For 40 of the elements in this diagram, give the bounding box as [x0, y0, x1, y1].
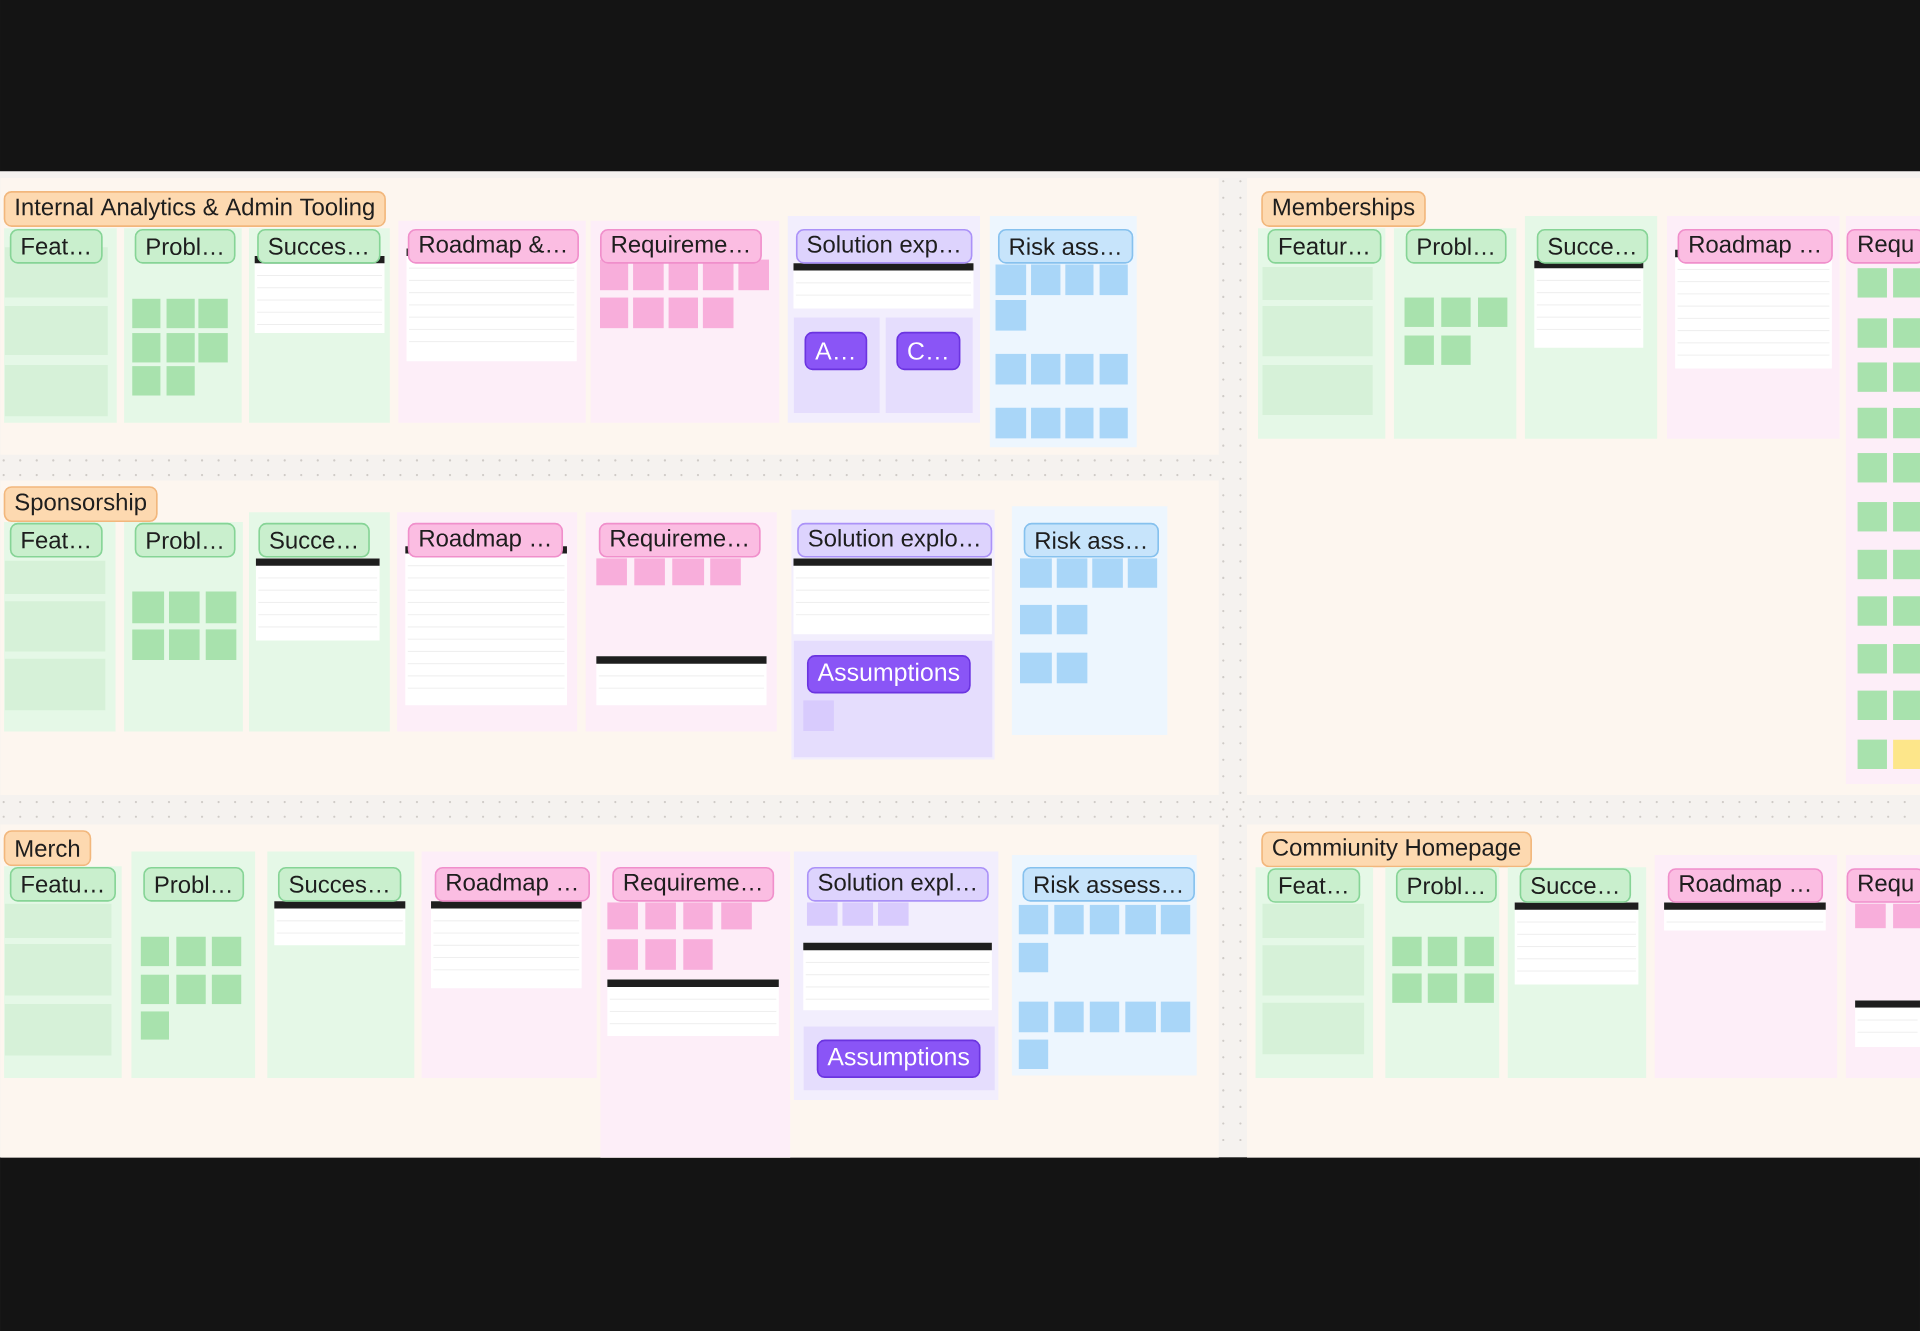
card-tag: A…: [804, 331, 868, 371]
column-tag: Risk assess…: [1022, 866, 1195, 902]
column-tag: Probl…: [134, 229, 236, 264]
card-tag: Assumptions: [816, 1039, 981, 1078]
section-tag: Memberships: [1261, 191, 1426, 227]
column-tag: Requireme…: [612, 866, 775, 902]
section-tag: Internal Analytics & Admin Tooling: [3, 191, 386, 227]
column-tag: Risk ass…: [997, 229, 1134, 264]
column-tag: Feat…: [1267, 868, 1361, 903]
column-tag: Roadmap &…: [407, 229, 579, 264]
column-tag: Roadmap …: [434, 866, 590, 902]
column-tag: Probl…: [1395, 868, 1497, 903]
section-tag: Merch: [3, 830, 92, 867]
column-tag: Requireme…: [598, 522, 761, 558]
column-tag: Succe…: [1519, 868, 1632, 903]
column-tag: Featu…: [9, 866, 116, 902]
column-tag: Risk ass…: [1023, 522, 1159, 558]
column-tag: Requ: [1846, 868, 1920, 903]
column-tag: Solution exp…: [795, 229, 973, 264]
column-tag: Succes…: [257, 229, 381, 264]
card-tag: Assumptions: [806, 655, 971, 694]
column-tag: Roadmap …: [1667, 868, 1824, 903]
column-tag: Succe…: [1536, 229, 1649, 264]
column-tag: Roadmap …: [1677, 229, 1833, 264]
column-tag: Roadmap …: [407, 522, 564, 558]
section-tag: Commiunity Homepage: [1261, 831, 1532, 868]
section-tag: Sponsorship: [3, 486, 158, 523]
column-tag: Solution expl…: [806, 866, 989, 902]
column-tag: Succes…: [277, 866, 402, 902]
column-tag: Featur…: [1267, 229, 1382, 264]
column-tag: Probl…: [134, 522, 236, 558]
column-tag: Feat…: [9, 229, 103, 264]
column-tag: Succe…: [258, 522, 370, 558]
column-tag: Feat…: [9, 522, 103, 558]
column-tag: Solution explo…: [797, 522, 993, 558]
card-tag: C…: [896, 331, 961, 371]
column-tag: Probl…: [143, 866, 245, 902]
column-tag: Requ: [1846, 229, 1920, 264]
column-tag: Requireme…: [600, 229, 762, 264]
column-tag: Probl…: [1405, 229, 1507, 264]
